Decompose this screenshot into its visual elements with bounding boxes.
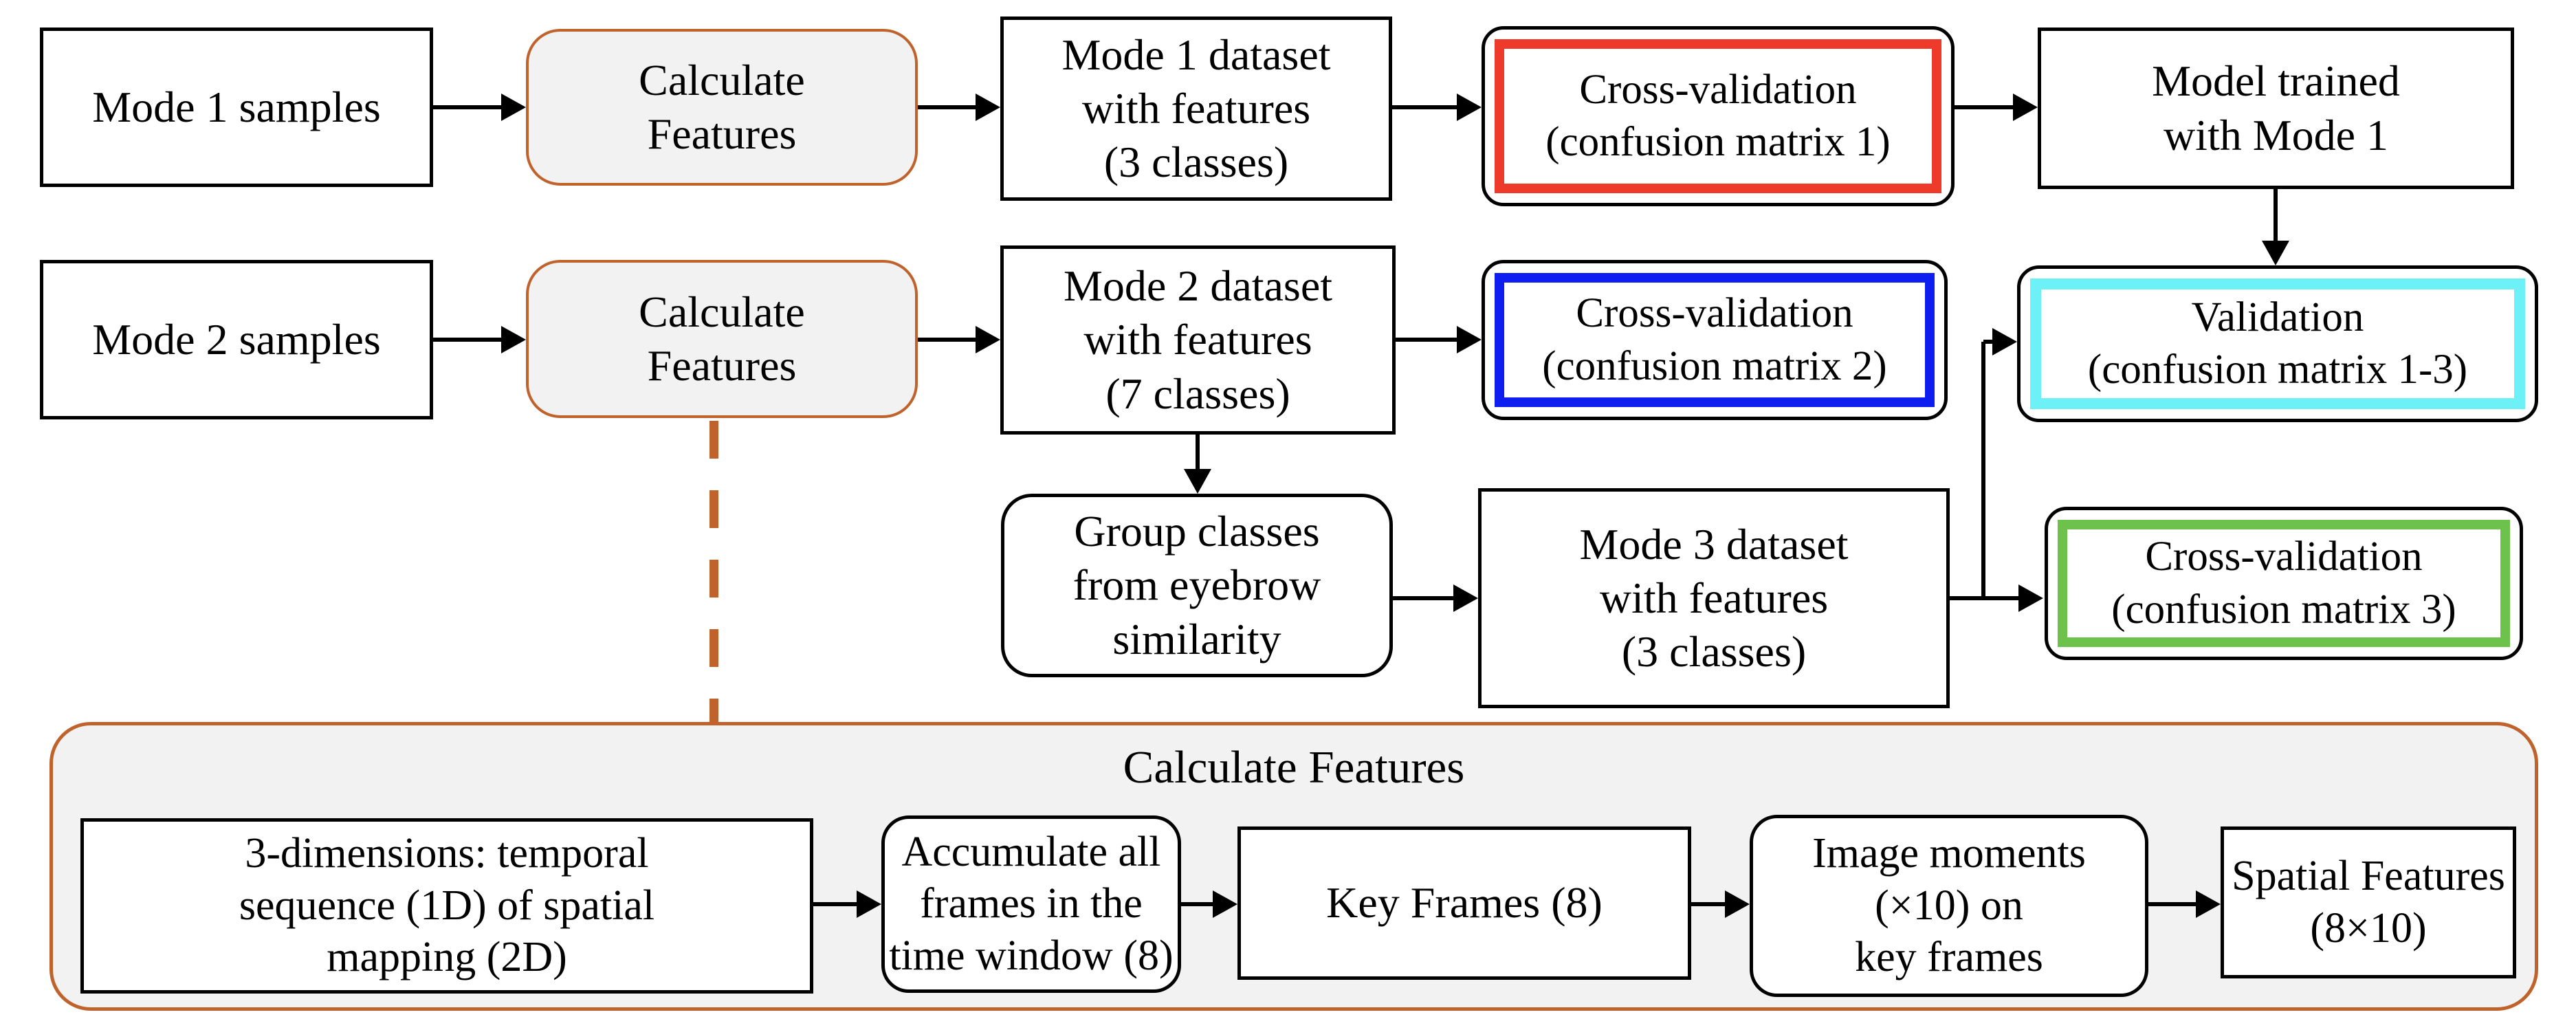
arrow-line-dims-accumulate [813, 902, 859, 906]
arrow-line-moments-spatial [2148, 902, 2198, 906]
node-mode2-samples: Mode 2 samples [40, 260, 433, 419]
cross-validation-1-label: Cross-validation (confusion matrix 1) [1495, 39, 1941, 193]
arrowhead-keyframes-moments [1725, 890, 1750, 918]
node-group-classes: Group classes from eyebrow similarity [1001, 494, 1393, 677]
arrowhead-m2d-cv2 [1457, 326, 1482, 353]
arrow-line-keyframes-moments [1691, 902, 1727, 906]
arrowhead-cf2-m2d [976, 326, 1000, 353]
node-model-trained: Model trained with Mode 1 [2038, 28, 2514, 189]
arrowhead-m3d-cv3 [2018, 584, 2043, 612]
arrow-line-cf2-m2d [918, 338, 978, 342]
arrowhead-group-m3d [1453, 584, 1478, 612]
node-calculate-features-1: Calculate Features [526, 29, 918, 186]
arrow-line-cv1-model [1955, 105, 2015, 109]
node-cross-validation-2: Cross-validation (confusion matrix 2) [1482, 260, 1948, 420]
cross-validation-3-label: Cross-validation (confusion matrix 3) [2058, 520, 2510, 647]
node-spatial-features: Spatial Features (8×10) [2221, 826, 2516, 978]
node-key-frames: Key Frames (8) [1237, 826, 1691, 980]
arrowhead-m2d-group [1184, 469, 1211, 494]
arrowhead-m1d-cv1 [1457, 94, 1482, 121]
calculate-features-title: Calculate Features [1123, 742, 1465, 793]
arrow-line-m1s-cf1 [433, 105, 503, 109]
arrowhead-m1s-cf1 [501, 94, 526, 121]
dashed-expansion-line [709, 421, 718, 722]
node-cross-validation-3: Cross-validation (confusion matrix 3) [2045, 507, 2523, 660]
arrow-line-accumulate-keyframes [1181, 902, 1215, 906]
arrow-line-m1d-cv1 [1392, 105, 1459, 109]
node-cross-validation-1: Cross-validation (confusion matrix 1) [1482, 26, 1955, 206]
node-mode2-dataset: Mode 2 dataset with features (7 classes) [1000, 245, 1396, 435]
arrow-line-m2s-cf2 [433, 338, 503, 342]
node-3-dimensions: 3-dimensions: temporal sequence (1D) of … [80, 818, 813, 994]
arrow-line-cf1-m1d [918, 105, 978, 109]
node-mode1-dataset: Mode 1 dataset with features (3 classes) [1000, 17, 1392, 201]
node-mode1-samples: Mode 1 samples [40, 28, 433, 187]
arrow-line-junction-validation [1983, 340, 1994, 344]
arrow-line-group-m3d [1393, 596, 1455, 600]
node-validation: Validation (confusion matrix 1-3) [2017, 265, 2538, 422]
arrow-line-model-validation [2274, 189, 2278, 243]
validation-label: Validation (confusion matrix 1-3) [2030, 278, 2525, 409]
arrowhead-cv1-model [2013, 94, 2038, 121]
cross-validation-2-label: Cross-validation (confusion matrix 2) [1495, 273, 1935, 407]
arrow-line-m2d-cv2 [1396, 338, 1459, 342]
arrowhead-junction-validation [1992, 328, 2017, 355]
arrow-line-m2d-group [1196, 435, 1200, 470]
arrowhead-cf1-m1d [976, 94, 1000, 121]
node-image-moments: Image moments (×10) on key frames [1750, 815, 2148, 997]
arrowhead-moments-spatial [2196, 890, 2221, 918]
arrowhead-model-validation [2262, 241, 2289, 265]
node-calculate-features-2: Calculate Features [526, 260, 918, 418]
node-accumulate-frames: Accumulate all frames in the time window… [881, 815, 1181, 993]
arrowhead-dims-accumulate [857, 890, 881, 918]
connector-line-m3d-validation [1981, 342, 1985, 600]
arrowhead-m2s-cf2 [501, 326, 526, 353]
arrowhead-accumulate-keyframes [1213, 890, 1237, 918]
node-mode3-dataset: Mode 3 dataset with features (3 classes) [1478, 488, 1950, 708]
